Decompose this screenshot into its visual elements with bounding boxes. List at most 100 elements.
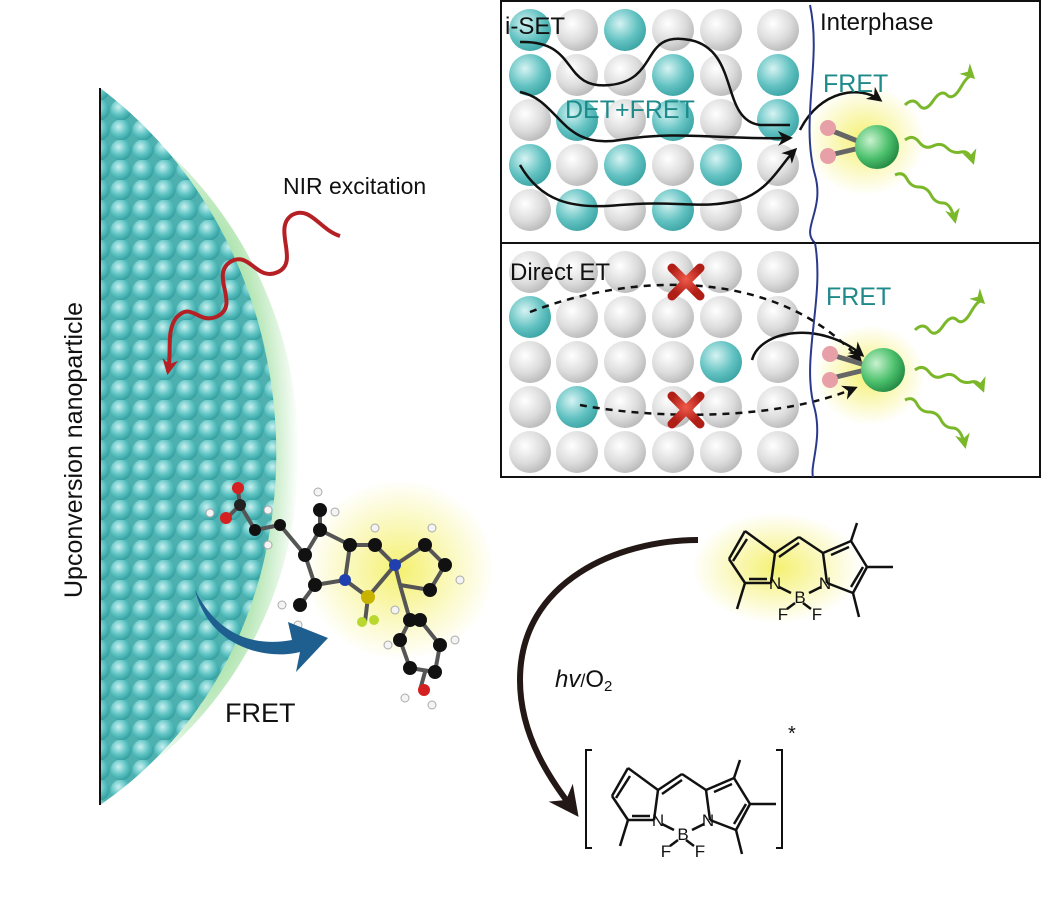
bond xyxy=(614,775,632,799)
nir-wavy-arrow xyxy=(162,210,341,376)
host-ion xyxy=(652,431,694,473)
activator-ion xyxy=(757,99,799,141)
bond xyxy=(830,545,850,557)
activator-ion xyxy=(509,144,551,186)
blocked-transfer-icon xyxy=(667,263,705,429)
host-ion xyxy=(652,144,694,186)
host-ion xyxy=(652,296,694,338)
host-ion xyxy=(604,99,646,141)
atom-fluorine: F xyxy=(812,605,822,624)
bond xyxy=(713,782,733,794)
atom-fluorine: F xyxy=(695,842,705,861)
det-fret-label: DET+FRET xyxy=(565,96,695,124)
atom-nitrogen: N xyxy=(702,811,714,830)
host-ion xyxy=(757,251,799,293)
bond xyxy=(627,766,659,792)
activator-ion xyxy=(509,296,551,338)
host-ion xyxy=(700,54,742,96)
right-bracket xyxy=(776,749,783,849)
bond xyxy=(849,566,865,588)
bond xyxy=(769,552,777,584)
host-ion xyxy=(604,431,646,473)
host-ion xyxy=(556,251,598,293)
bond xyxy=(778,541,800,559)
bond xyxy=(732,759,742,779)
bond xyxy=(851,566,869,594)
host-ion xyxy=(652,9,694,51)
host-ion xyxy=(757,341,799,383)
host-ion xyxy=(509,386,551,428)
bond xyxy=(618,819,630,847)
nir-excitation-label: NIR excitation xyxy=(283,173,426,199)
host-ion xyxy=(700,189,742,231)
atom-nitrogen: N xyxy=(652,811,664,830)
host-ion xyxy=(604,296,646,338)
bond xyxy=(849,522,859,542)
interphase-boundary-top xyxy=(808,4,819,244)
host-ion xyxy=(700,296,742,338)
bodipy-ball-and-stick-molecule xyxy=(205,480,495,710)
bond xyxy=(802,602,812,610)
bond xyxy=(734,829,744,855)
excited-state-mark: * xyxy=(788,723,796,745)
bond xyxy=(727,558,747,584)
bond xyxy=(652,789,660,821)
bond xyxy=(778,585,792,595)
bond xyxy=(822,539,852,555)
host-ion xyxy=(757,189,799,231)
host-ion xyxy=(556,296,598,338)
host-ion xyxy=(757,431,799,473)
host-ion xyxy=(700,9,742,51)
lattice-grid-bottom xyxy=(509,251,799,473)
interphase-label: Interphase xyxy=(820,9,933,36)
activator-ion xyxy=(604,144,646,186)
host-ion xyxy=(556,341,598,383)
nanoparticle-surface xyxy=(100,88,277,805)
acceptor-top xyxy=(820,120,899,169)
atom-nitrogen: N xyxy=(769,574,781,593)
host-ion xyxy=(700,431,742,473)
host-ion xyxy=(604,386,646,428)
host-ion xyxy=(556,9,598,51)
activator-ion xyxy=(556,386,598,428)
bond xyxy=(681,772,707,792)
activator-ion xyxy=(509,54,551,96)
bond xyxy=(735,582,747,610)
bond xyxy=(691,822,705,832)
iset-label: i-SET xyxy=(505,13,565,40)
bond xyxy=(669,839,679,847)
host-ion xyxy=(652,341,694,383)
bond xyxy=(709,818,737,832)
bond xyxy=(744,529,776,555)
activator-ion xyxy=(556,99,598,141)
bond xyxy=(685,839,695,847)
host-ion xyxy=(509,189,551,231)
molecule-glow xyxy=(305,480,495,660)
activator-ion xyxy=(757,54,799,96)
upconversion-nanoparticle xyxy=(99,88,299,805)
host-ion xyxy=(509,99,551,141)
direct-et-label: Direct ET xyxy=(510,259,610,286)
bond xyxy=(821,552,829,584)
fret-label-bottom: FRET xyxy=(826,283,891,311)
bond xyxy=(786,602,796,610)
host-ion xyxy=(700,251,742,293)
bond xyxy=(731,538,749,562)
energy-paths-top xyxy=(518,37,883,208)
host-ion xyxy=(509,431,551,473)
emission-arrows-top xyxy=(894,63,977,224)
host-ion xyxy=(757,9,799,51)
reaction-arrow xyxy=(516,537,699,817)
bond xyxy=(704,789,712,821)
energy-paths-bottom xyxy=(529,283,865,416)
activator-ion xyxy=(652,189,694,231)
host-ion xyxy=(604,189,646,231)
bond xyxy=(849,540,869,568)
host-ion xyxy=(757,144,799,186)
interphase-boundary-bottom xyxy=(809,242,819,478)
atom-nitrogen: N xyxy=(819,574,831,593)
bond xyxy=(774,535,800,555)
reaction-condition: hv/O2 xyxy=(555,666,612,695)
